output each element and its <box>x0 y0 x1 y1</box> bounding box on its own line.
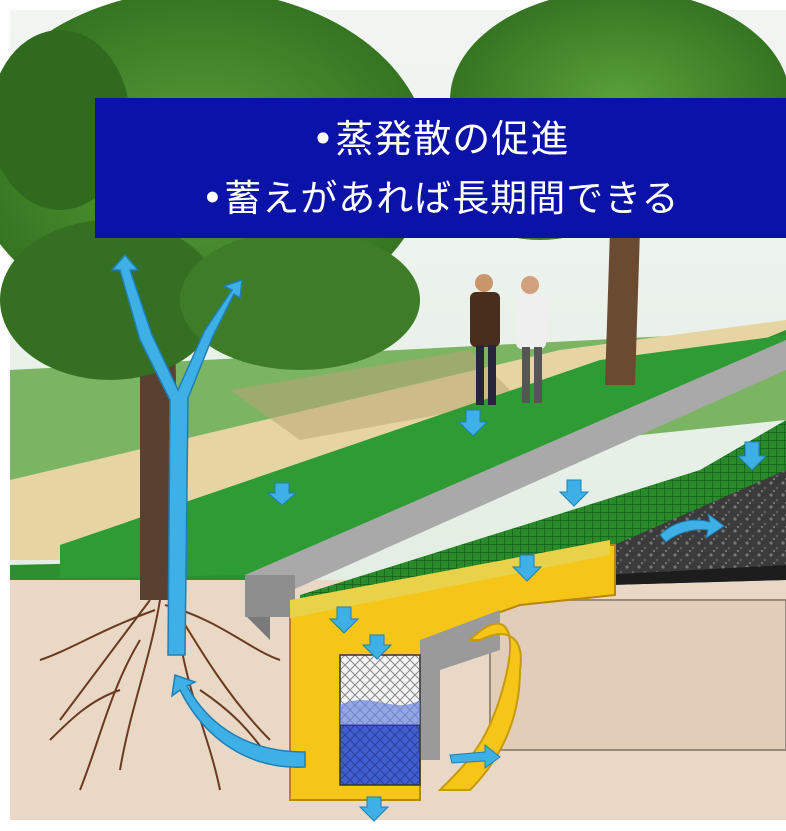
road-base <box>600 565 786 585</box>
storage-cell-lower <box>339 724 421 786</box>
water-uptake-arrow-icon <box>110 253 306 768</box>
grass-bank <box>60 335 786 578</box>
inner-channel <box>420 610 500 760</box>
caption-banner: •蒸発散の促進 •蓄えがあれば長期間できる <box>95 98 786 238</box>
water-level <box>340 700 420 725</box>
right-tree-trunk <box>605 230 640 385</box>
tree-shadow <box>230 350 520 440</box>
curb-face <box>245 575 295 617</box>
curb-top <box>245 340 786 600</box>
pedestrians-icon <box>470 274 546 405</box>
caption-line-evapotranspiration: •蒸発散の促進 <box>311 117 570 161</box>
trench-wall <box>437 622 522 791</box>
down-arrow-icons <box>266 409 768 822</box>
water-flow-arrow-icons <box>449 512 725 769</box>
permeable-grid <box>300 420 786 625</box>
caption-line-long-term-storage: •蓄えがあれば長期間できる <box>201 177 680 220</box>
soil-block <box>489 599 786 751</box>
